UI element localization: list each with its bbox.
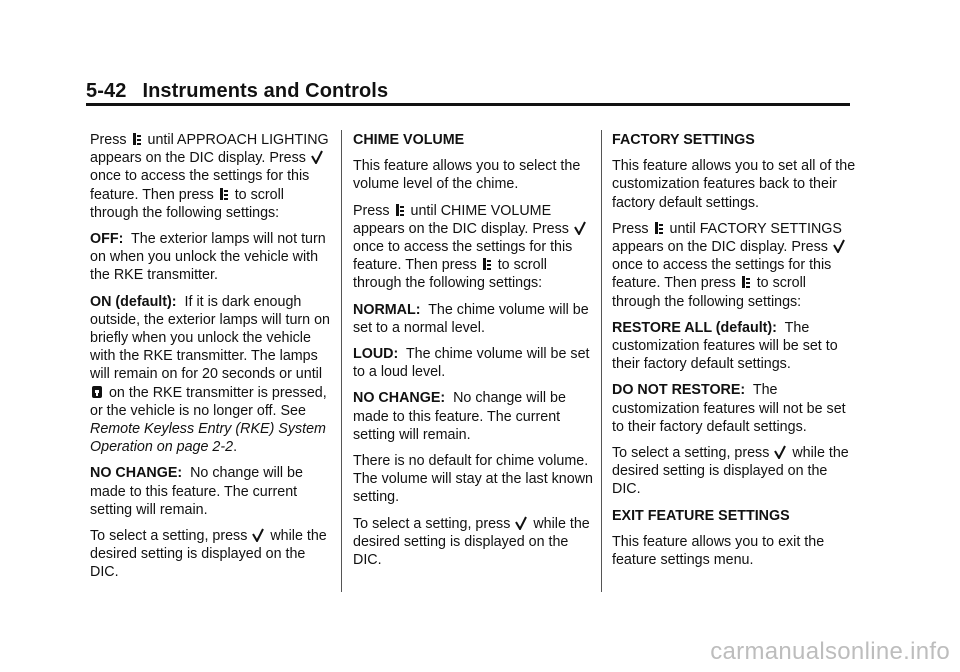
- setting-normal: NORMAL: The chime volume will be set to …: [353, 301, 589, 336]
- checkmark-icon: [515, 516, 528, 530]
- no-default-note: There is no default for chime volume. Th…: [353, 453, 593, 506]
- page-header: 5-42 Instruments and Controls: [86, 80, 850, 106]
- factory-settings-instructions: Press until FACTORY SETTINGS appears on …: [612, 220, 858, 311]
- dic-menu-icon: [654, 221, 663, 234]
- setting-on-default: ON (default): If it is dark enough outsi…: [90, 293, 330, 456]
- page-number: 5-42: [86, 80, 127, 102]
- checkmark-icon: [574, 221, 586, 235]
- dic-menu-icon: [482, 258, 491, 271]
- exit-feature-settings-text: This feature allows you to exit the feat…: [612, 533, 825, 569]
- factory-settings-intro: This feature allows you to set all of th…: [612, 158, 856, 211]
- chime-volume-heading: CHIME VOLUME: [353, 132, 465, 148]
- setting-no-change: NO CHANGE: No change will be made to thi…: [90, 465, 303, 518]
- rke-lock-icon: [92, 385, 102, 398]
- factory-settings-heading: FACTORY SETTINGS: [612, 132, 755, 148]
- chime-volume-intro: This feature allows you to select the vo…: [353, 158, 581, 193]
- setting-do-not-restore: DO NOT RESTORE: The customization featur…: [612, 382, 846, 435]
- dic-menu-icon: [395, 203, 404, 216]
- setting-off: OFF: The exterior lamps will not turn on…: [90, 231, 326, 284]
- exit-feature-settings-heading: EXIT FEATURE SETTINGS: [612, 507, 790, 524]
- watermark: carmanualsonline.info: [710, 638, 950, 665]
- column-3: FACTORY SETTINGS This feature allows you…: [612, 131, 858, 577]
- select-setting-note: To select a setting, press while the des…: [612, 445, 849, 498]
- setting-loud: LOUD: The chime volume will be set to a …: [353, 346, 590, 381]
- rke-reference-link[interactable]: Remote Keyless Entry (RKE) System Operat…: [90, 421, 326, 456]
- select-setting-note: To select a setting, press while the des…: [90, 528, 327, 581]
- approach-lighting-instructions: Press until APPROACH LIGHTING appears on…: [90, 132, 329, 221]
- header-rule: [86, 103, 850, 106]
- column-2: CHIME VOLUME This feature allows you to …: [353, 131, 599, 577]
- chime-volume-instructions: Press until CHIME VOLUME appears on the …: [353, 202, 599, 293]
- dic-menu-icon: [741, 276, 750, 289]
- column-1: Press until APPROACH LIGHTING appears on…: [90, 131, 336, 590]
- setting-no-change: NO CHANGE: No change will be made to thi…: [353, 390, 566, 443]
- column-divider-2: [601, 130, 602, 592]
- dic-menu-icon: [219, 187, 228, 200]
- checkmark-icon: [252, 528, 265, 543]
- dic-menu-icon: [132, 133, 141, 145]
- checkmark-icon: [774, 445, 787, 460]
- checkmark-icon: [311, 150, 323, 165]
- select-setting-note: To select a setting, press while the des…: [353, 515, 590, 569]
- setting-restore-all: RESTORE ALL (default): The customization…: [612, 319, 838, 373]
- section-title: Instruments and Controls: [142, 80, 389, 102]
- column-divider-1: [341, 130, 342, 592]
- checkmark-icon: [833, 239, 845, 254]
